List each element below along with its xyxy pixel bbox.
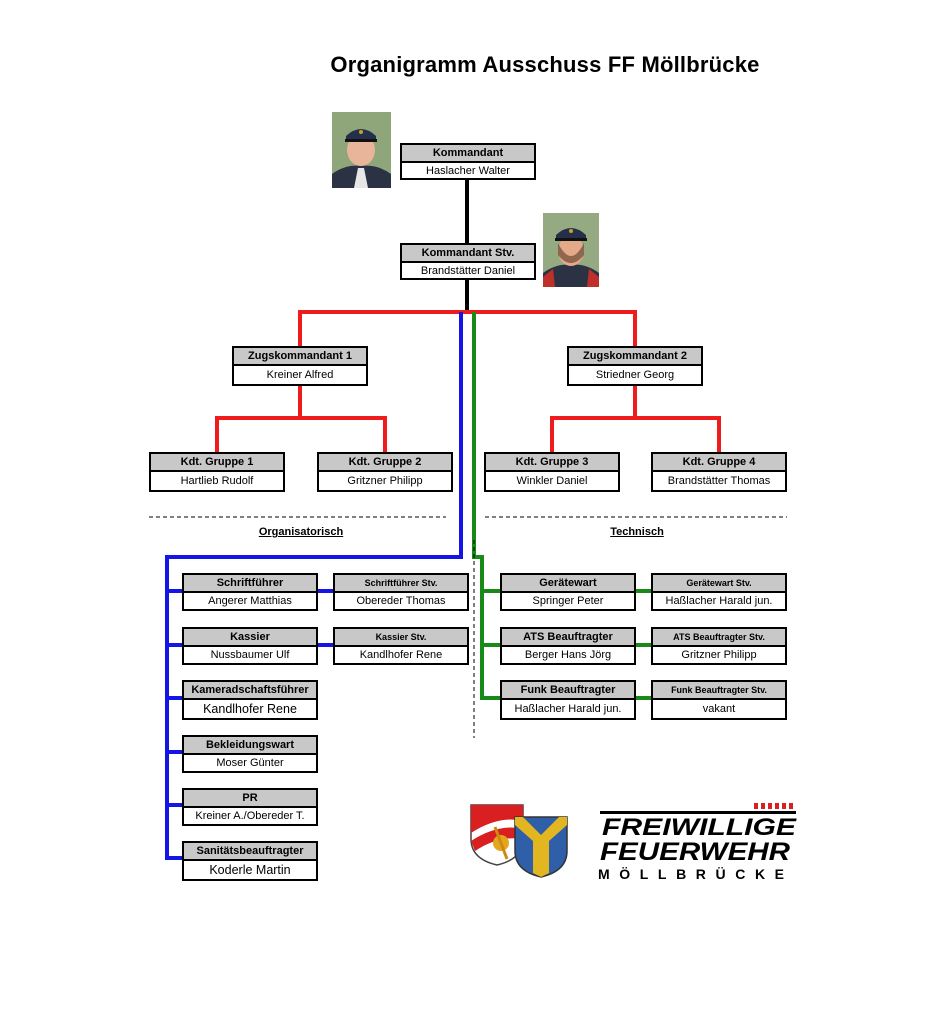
person-name: Haßlacher Harald jun. [665,595,773,607]
person-name: Brandstätter Daniel [420,264,516,277]
person-name: Angerer Matthias [208,595,292,607]
role-label: Schriftführer Stv. [335,575,467,593]
logo-line-3: MÖLLBRÜCKE [598,866,784,882]
box-geraetewart: Gerätewart Springer Peter [500,573,636,611]
logo-line-1: FREIWILLIGE [602,814,797,841]
role-label: Zugskommandant 1 [234,348,366,366]
person-name: Hartlieb Rudolf [180,475,254,487]
connector-zug2-groups [550,416,721,452]
photo-kommandant [332,112,391,188]
person-name: Winkler Daniel [516,475,588,487]
person-name: Gritzner Philipp [347,475,423,487]
person-name: Kreiner Alfred [266,369,334,381]
person-name: Obereder Thomas [356,595,446,607]
person-name: Brandstätter Thomas [667,475,771,487]
box-bekleidungswart: Bekleidungswart Moser Günter [182,735,318,773]
role-label: Funk Beauftragter Stv. [653,682,785,700]
box-sanitaetsbeauftragter: Sanitätsbeauftragter Koderle Martin [182,841,318,881]
role-label: Kassier [184,629,316,647]
role-label: Gerätewart [502,575,634,593]
role-label: Zugskommandant 2 [569,348,701,366]
box-kassier: Kassier Nussbaumer Ulf [182,627,318,665]
role-label: ATS Beauftragter Stv. [653,629,785,647]
person-name: Nussbaumer Ulf [210,649,290,661]
person-name: Kandlhofer Rene [359,649,443,661]
photo-kommandant-stv [543,213,599,287]
role-label: Kdt. Gruppe 1 [151,454,283,472]
box-gruppe-4: Kdt. Gruppe 4 Brandstätter Thomas [651,452,787,492]
role-label: Kassier Stv. [335,629,467,647]
box-kameradschaftsfuehrer: Kameradschaftsführer Kandlhofer Rene [182,680,318,720]
box-ats-beauftragter: ATS Beauftragter Berger Hans Jörg [500,627,636,665]
role-label: Kdt. Gruppe 3 [486,454,618,472]
role-label: Funk Beauftragter [502,682,634,700]
role-label: ATS Beauftragter [502,629,634,647]
fire-brigade-shield-icon [470,804,524,866]
person-name: Koderle Martin [209,863,291,877]
box-schriftfuehrer: Schriftführer Angerer Matthias [182,573,318,611]
connector-red-top [298,310,637,346]
box-kassier-stv: Kassier Stv. Kandlhofer Rene [333,627,469,665]
person-name: Haßlacher Harald jun. [514,703,622,715]
person-name: Gritzner Philipp [681,649,757,661]
role-label: Kdt. Gruppe 2 [319,454,451,472]
connector-green-main [472,312,501,700]
person-name: Haslacher Walter [426,164,510,177]
role-label: Kdt. Gruppe 4 [653,454,785,472]
role-label: Kommandant Stv. [402,245,534,263]
section-technisch: Technisch [610,526,664,538]
box-gruppe-3: Kdt. Gruppe 3 Winkler Daniel [484,452,620,492]
person-name: Striedner Georg [595,369,675,381]
connector-blue-main [165,312,463,860]
person-name: Springer Peter [532,595,604,607]
person-name: vakant [702,703,736,715]
role-label: Kameradschaftsführer [184,682,316,700]
person-name: Kreiner A./Obereder T. [195,810,305,822]
role-label: Schriftführer [184,575,316,593]
role-label: Sanitätsbeauftragter [184,843,316,861]
box-geraetewart-stv: Gerätewart Stv. Haßlacher Harald jun. [651,573,787,611]
section-organisatorisch: Organisatorisch [258,526,344,538]
role-label: Gerätewart Stv. [653,575,785,593]
page-title: Organigramm Ausschuss FF Möllbrücke [330,52,760,77]
role-label: Kommandant [402,145,534,163]
feuerwehr-logo: FREIWILLIGE FEUERWEHR MÖLLBRÜCKE [598,803,797,882]
box-funk-beauftragter: Funk Beauftragter Haßlacher Harald jun. [500,680,636,720]
box-gruppe-1: Kdt. Gruppe 1 Hartlieb Rudolf [149,452,285,492]
connector-zug1-groups [215,416,387,452]
box-schriftfuehrer-stv: Schriftführer Stv. Obereder Thomas [333,573,469,611]
person-name: Kandlhofer Rene [203,702,297,716]
logo-line-2: FEUERWEHR [600,838,790,866]
box-ats-beauftragter-stv: ATS Beauftragter Stv. Gritzner Philipp [651,627,787,665]
role-label: Bekleidungswart [184,737,316,755]
box-gruppe-2: Kdt. Gruppe 2 Gritzner Philipp [317,452,453,492]
town-coat-of-arms-icon [514,816,568,878]
box-funk-beauftragter-stv: Funk Beauftragter Stv. vakant [651,680,787,720]
box-kommandant-stv: Kommandant Stv. Brandstätter Daniel [400,243,536,280]
box-zugskommandant-2: Zugskommandant 2 Striedner Georg [567,346,703,386]
person-name: Berger Hans Jörg [524,649,612,661]
box-zugskommandant-1: Zugskommandant 1 Kreiner Alfred [232,346,368,386]
role-label: PR [184,790,316,808]
box-pr: PR Kreiner A./Obereder T. [182,788,318,826]
box-kommandant: Kommandant Haslacher Walter [400,143,536,180]
person-name: Moser Günter [216,757,284,769]
